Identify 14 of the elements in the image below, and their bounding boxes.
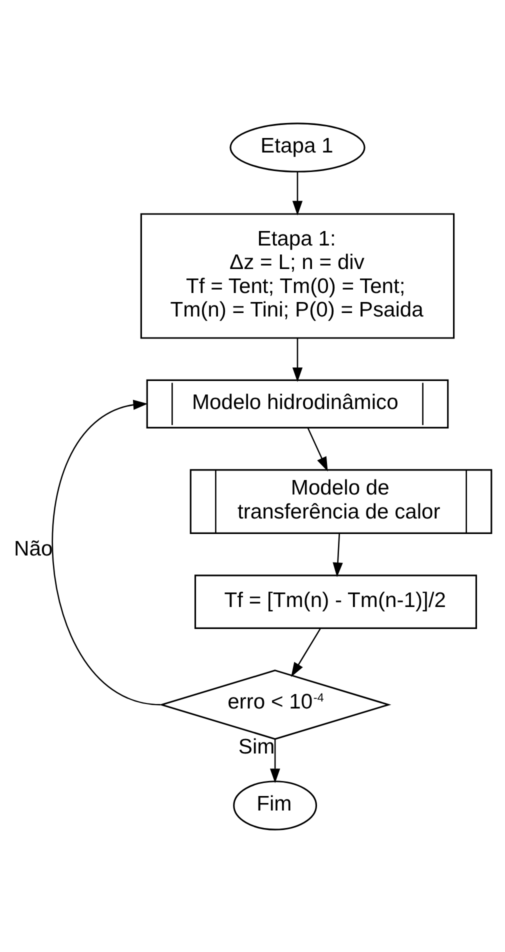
arrow xyxy=(291,628,321,676)
arrow xyxy=(52,399,160,705)
arrow xyxy=(332,532,343,577)
node-box: Tf = [Tm(n) - Tm(n-1)]/2 xyxy=(194,574,478,628)
node-box: Etapa 1: Δz = L; n = div Tf = Tent; Tm(0) = Tent; Tm(n) = Tini; P(0) = Psaida xyxy=(140,212,455,338)
node-ellipse: Etapa 1 xyxy=(230,122,366,172)
node-box: Modelo hidrodinâmico xyxy=(146,378,449,428)
node-diamond: erro < 10$^{-4}$ xyxy=(158,669,392,740)
arrow xyxy=(270,738,280,783)
arrow xyxy=(307,427,328,471)
node-ellipse: Fim xyxy=(233,780,318,830)
arrow xyxy=(292,171,303,215)
edge-label: Não xyxy=(14,536,53,560)
arrow xyxy=(292,338,303,382)
